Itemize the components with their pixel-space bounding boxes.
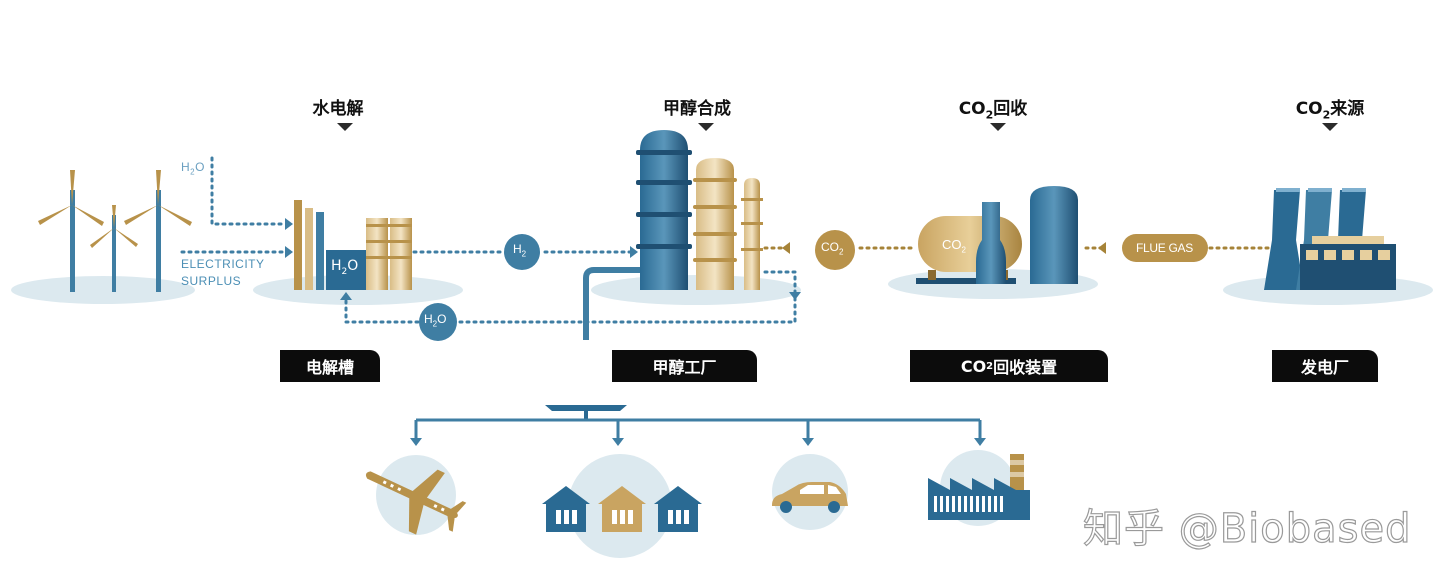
water-return-badge xyxy=(419,303,457,341)
caret-down-icon xyxy=(337,123,353,131)
label-methanol-plant: 甲醇工厂 xyxy=(612,350,757,382)
factory-icon xyxy=(928,454,1030,520)
water-input-label: H2O xyxy=(181,160,205,177)
methanol-plant-icon xyxy=(636,130,763,290)
electricity-label-line1: ELECTRICITY xyxy=(181,257,265,271)
stage-title-methanol-synthesis: 甲醇合成 xyxy=(663,99,731,119)
co2-badge xyxy=(815,230,855,270)
wind-turbines-icon xyxy=(38,170,192,292)
co2-arrowhead xyxy=(782,242,790,254)
hydrogen-arrowhead xyxy=(630,246,638,258)
car-icon xyxy=(772,482,848,513)
label-electrolyzer: 电解槽 xyxy=(280,350,380,382)
water-return-arrowhead xyxy=(340,292,352,300)
airplane-icon xyxy=(365,469,467,535)
flue-gas-arrowhead xyxy=(1098,242,1106,254)
electrolyzer-icon xyxy=(294,200,412,290)
houses-icon xyxy=(542,486,702,532)
flue-gas-badge xyxy=(1122,234,1208,262)
water-return-badge-text: H2O xyxy=(424,312,447,329)
stage-title-co2-source: CO2来源 xyxy=(1295,99,1365,122)
electrolyzer-water-text: H2O xyxy=(331,258,359,277)
input-flow-lines xyxy=(180,156,287,254)
distribution-tree xyxy=(410,405,986,446)
electricity-label-line2: SURPLUS xyxy=(181,274,242,288)
co2-capture-plant-icon xyxy=(916,186,1078,284)
methanol-output-pipe xyxy=(583,267,640,340)
caret-down-icon xyxy=(1322,123,1338,131)
label-power-plant: 发电厂 xyxy=(1272,350,1378,382)
stage-title-co2-capture: CO2回收 xyxy=(958,99,1028,122)
hydrogen-badge-text: H2 xyxy=(513,242,527,259)
input-arrowheads xyxy=(285,218,293,258)
hydrogen-badge xyxy=(504,234,540,270)
caret-down-icon xyxy=(698,123,714,131)
watermark: 知乎 @Biobased xyxy=(1082,505,1412,552)
power-plant-icon xyxy=(1264,188,1396,290)
caret-down-icon xyxy=(990,123,1006,131)
co2-tank-text: CO2 xyxy=(942,237,966,255)
co2-badge-text: CO2 xyxy=(821,240,844,257)
stage-title-electrolysis: 水电解 xyxy=(312,99,364,119)
water-return-down-arrowhead xyxy=(789,292,801,300)
flue-gas-badge-text: FLUE GAS xyxy=(1136,241,1193,255)
